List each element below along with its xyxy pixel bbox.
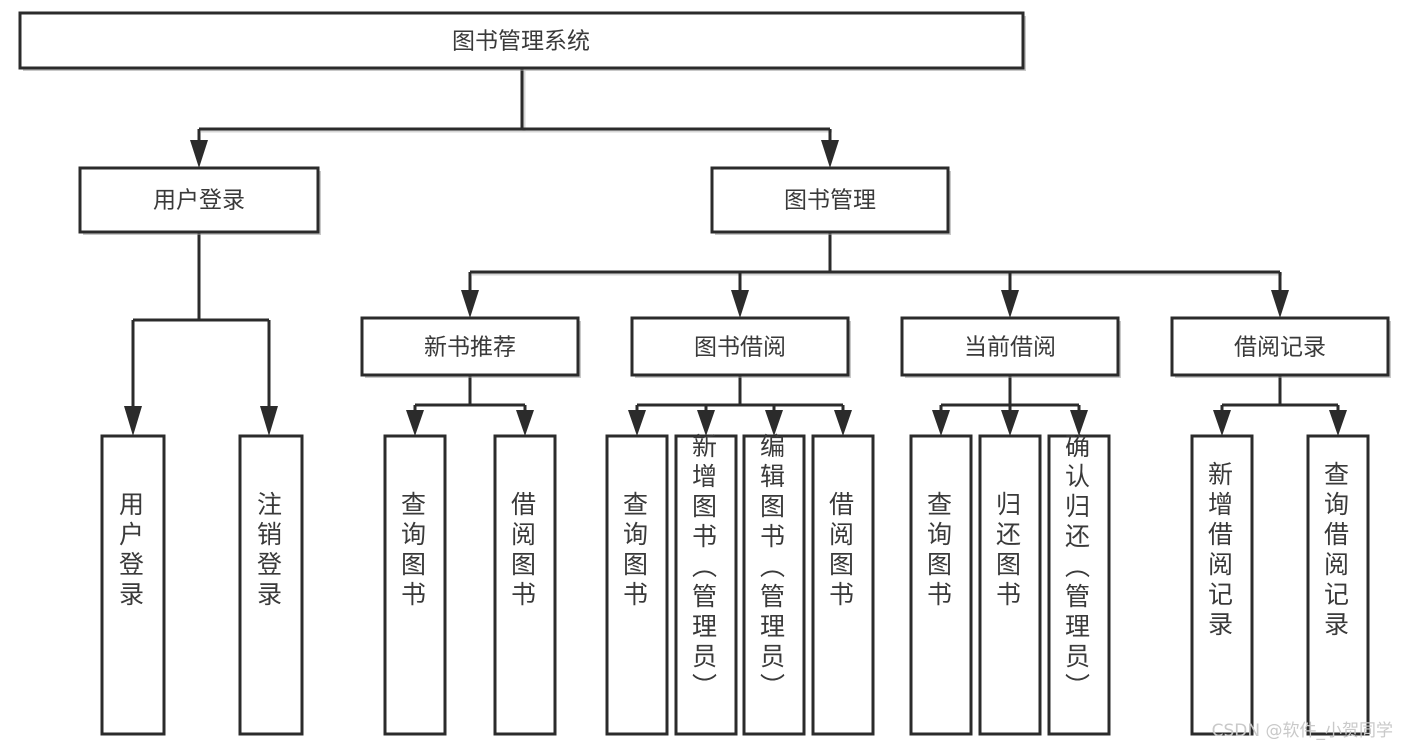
node-leaf11[interactable]: 确认归还︵管理员︶ — [1047, 432, 1111, 736]
node-leaf5[interactable]: 查询图书 — [605, 434, 669, 736]
connector-layer — [124, 69, 1347, 436]
node-current-label: 当前借阅 — [964, 335, 1056, 361]
arrowhead-login — [190, 140, 208, 168]
node-leaf2-box[interactable] — [238, 434, 304, 736]
node-borrow[interactable]: 图书借阅 — [630, 316, 851, 378]
node-login-label: 用户登录 — [153, 188, 245, 214]
node-leaf5-label: 查询图书 — [623, 490, 651, 609]
node-leaf6[interactable]: 新增图书︵管理员︶ — [674, 432, 738, 736]
node-root-box[interactable] — [18, 11, 1025, 70]
node-leaf10-label: 归还图书 — [996, 490, 1024, 609]
arrowhead-borrow — [731, 290, 749, 318]
node-leaf10[interactable]: 归还图书 — [978, 434, 1042, 736]
node-borrow-box[interactable] — [630, 316, 850, 377]
node-root[interactable]: 图书管理系统 — [18, 11, 1026, 71]
arrowhead-leaf6 — [697, 410, 715, 436]
node-leaf2[interactable]: 注销登录 — [238, 434, 304, 736]
node-leaf8[interactable]: 借阅图书 — [811, 434, 875, 736]
arrowhead-leaf11 — [1070, 410, 1088, 436]
node-leaf4-label: 借阅图书 — [511, 490, 539, 609]
node-leaf11-box[interactable] — [1047, 434, 1111, 736]
node-leaf10-box[interactable] — [978, 434, 1042, 736]
node-login-box[interactable] — [78, 166, 320, 234]
node-root-label: 图书管理系统 — [452, 29, 590, 55]
node-leaf7-label: 编辑图书︵管理员︶ — [760, 432, 788, 701]
node-leaf12-label: 新增借阅记录 — [1208, 460, 1236, 639]
arrowhead-leaf10 — [1001, 410, 1019, 436]
node-records-label: 借阅记录 — [1234, 335, 1326, 361]
node-leaf4[interactable]: 借阅图书 — [493, 434, 557, 736]
node-newbook-label: 新书推荐 — [424, 335, 516, 361]
node-login[interactable]: 用户登录 — [78, 166, 321, 235]
node-leaf12-box[interactable] — [1190, 434, 1254, 736]
node-leaf1[interactable]: 用户登录 — [100, 434, 166, 736]
node-leaf13-label: 查询借阅记录 — [1324, 460, 1352, 639]
node-leaf1-label: 用户登录 — [119, 490, 147, 609]
node-leaf8-label: 借阅图书 — [829, 490, 857, 609]
node-records[interactable]: 借阅记录 — [1170, 316, 1391, 378]
arrowhead-leaf4 — [516, 410, 534, 436]
node-leaf6-box[interactable] — [674, 434, 738, 736]
node-bookmgmt-box[interactable] — [710, 166, 950, 234]
csdn-watermark: CSDN @软件_小贺同学 — [1211, 721, 1393, 741]
node-leaf3[interactable]: 查询图书 — [383, 434, 447, 736]
arrowhead-leaf13 — [1329, 410, 1347, 436]
node-leaf6-label: 新增图书︵管理员︶ — [692, 432, 720, 701]
node-bookmgmt-label: 图书管理 — [784, 188, 876, 214]
node-leaf13[interactable]: 查询借阅记录 — [1306, 434, 1370, 736]
node-leaf9-box[interactable] — [909, 434, 973, 736]
arrowhead-leaf5 — [628, 410, 646, 436]
arrowhead-leaf8 — [834, 410, 852, 436]
node-leaf8-box[interactable] — [811, 434, 875, 736]
arrowhead-newbook — [461, 290, 479, 318]
arrowhead-records — [1271, 290, 1289, 318]
node-leaf11-label: 确认归还︵管理员︶ — [1065, 432, 1093, 701]
node-leaf7[interactable]: 编辑图书︵管理员︶ — [742, 432, 806, 736]
node-bookmgmt[interactable]: 图书管理 — [710, 166, 951, 235]
node-leaf2-label: 注销登录 — [257, 490, 285, 609]
arrowhead-current — [1001, 290, 1019, 318]
node-leaf13-box[interactable] — [1306, 434, 1370, 736]
node-leaf1-box[interactable] — [100, 434, 166, 736]
arrowhead-leaf12 — [1213, 410, 1231, 436]
node-borrow-label: 图书借阅 — [694, 335, 786, 361]
node-leaf4-box[interactable] — [493, 434, 557, 736]
node-newbook-box[interactable] — [360, 316, 580, 377]
node-leaf9[interactable]: 查询图书 — [909, 434, 973, 736]
node-records-box[interactable] — [1170, 316, 1390, 377]
arrowhead-leaf2 — [260, 406, 278, 436]
arrowhead-leaf1 — [124, 406, 142, 436]
node-leaf3-label: 查询图书 — [401, 490, 429, 609]
node-leaf9-label: 查询图书 — [927, 490, 955, 609]
arrowhead-leaf3 — [406, 410, 424, 436]
node-leaf3-box[interactable] — [383, 434, 447, 736]
arrowhead-leaf7 — [765, 410, 783, 436]
node-leaf12[interactable]: 新增借阅记录 — [1190, 434, 1254, 736]
node-leaf5-box[interactable] — [605, 434, 669, 736]
node-newbook[interactable]: 新书推荐 — [360, 316, 581, 378]
arrowhead-bookmgmt — [821, 140, 839, 168]
node-current-box[interactable] — [900, 316, 1120, 377]
node-current[interactable]: 当前借阅 — [900, 316, 1121, 378]
arrowhead-leaf9 — [932, 410, 950, 436]
node-leaf7-box[interactable] — [742, 434, 806, 736]
